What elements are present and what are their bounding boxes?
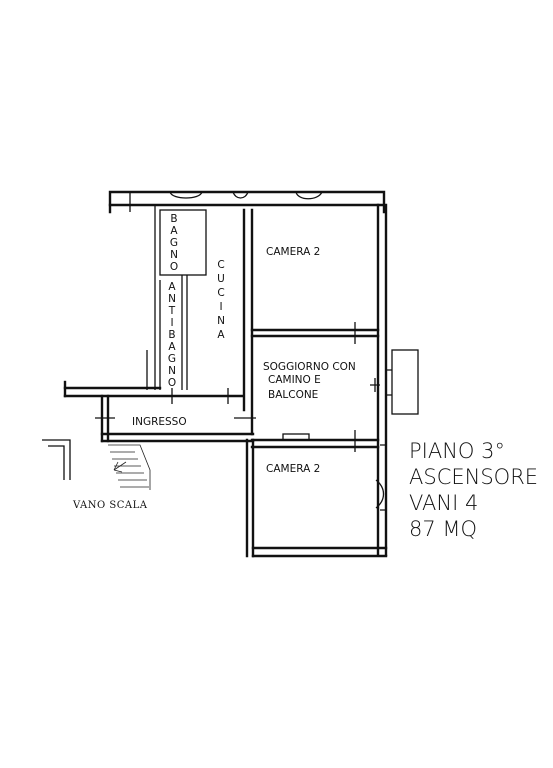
elevator-label: ASCENSORE bbox=[409, 465, 539, 489]
area-label: 87 MQ bbox=[409, 517, 478, 541]
floor-label: PIANO 3° bbox=[409, 439, 505, 463]
stair-symbol bbox=[42, 439, 151, 490]
label-camera-bottom: CAMERA 2 bbox=[266, 463, 320, 475]
label-soggiorno-3: BALCONE bbox=[268, 389, 318, 401]
label-soggiorno-1: SOGGIORNO CON bbox=[263, 361, 356, 373]
property-info: PIANO 3° ASCENSORE VANI 4 87 MQ bbox=[409, 438, 538, 542]
label-ingresso: INGRESSO bbox=[132, 416, 187, 428]
interior-walls bbox=[146, 205, 380, 449]
rooms-count-label: VANI 4 bbox=[409, 491, 479, 515]
label-vano-scala: VANO SCALA bbox=[72, 500, 148, 511]
door-marks bbox=[95, 322, 356, 452]
windows bbox=[120, 191, 419, 511]
label-camera-top: CAMERA 2 bbox=[266, 246, 320, 258]
label-soggiorno-2: CAMINO E bbox=[268, 374, 321, 386]
